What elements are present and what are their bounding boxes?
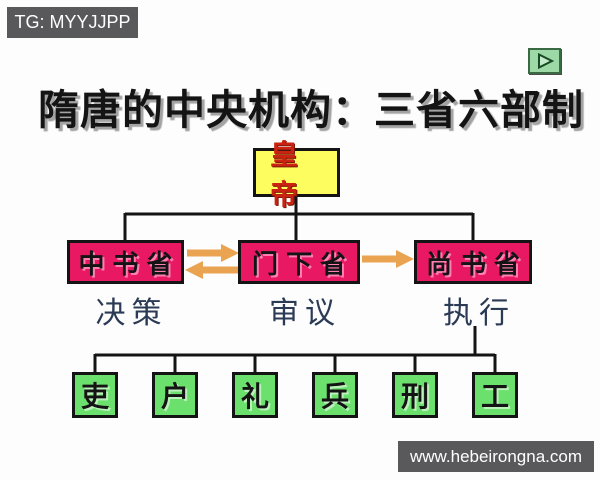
node-ministry-works: 工	[472, 372, 518, 418]
node-dept-secretariat: 中书省	[67, 240, 184, 284]
flow-arrow-secretariat-to-chancellery	[187, 244, 239, 262]
connector-top	[123, 197, 475, 240]
node-ministry-war: 兵	[312, 372, 358, 418]
watermark-url: www.hebeirongna.com	[398, 441, 594, 472]
play-button[interactable]	[528, 48, 561, 74]
node-ministry-personnel: 吏	[72, 372, 118, 418]
node-dept-state-affairs: 尚书省	[414, 240, 532, 284]
play-icon	[537, 52, 554, 70]
slide-title: 隋唐的中央机构：三省六部制	[38, 86, 584, 134]
node-emperor: 皇帝	[253, 138, 340, 211]
role-label-execution: 执行	[443, 296, 515, 331]
tg-badge: TG: MYYJJPP	[7, 7, 138, 38]
connector-bottom	[93, 326, 497, 372]
node-ministry-rites: 礼	[232, 372, 278, 418]
flow-arrow-chancellery-to-state-affairs	[362, 250, 414, 268]
node-ministry-households: 户	[152, 372, 198, 418]
node-ministry-justice: 刑	[392, 372, 438, 418]
role-label-decision: 决策	[95, 296, 168, 331]
role-label-deliberation: 审议	[269, 296, 341, 331]
node-dept-chancellery: 门下省	[238, 240, 360, 284]
